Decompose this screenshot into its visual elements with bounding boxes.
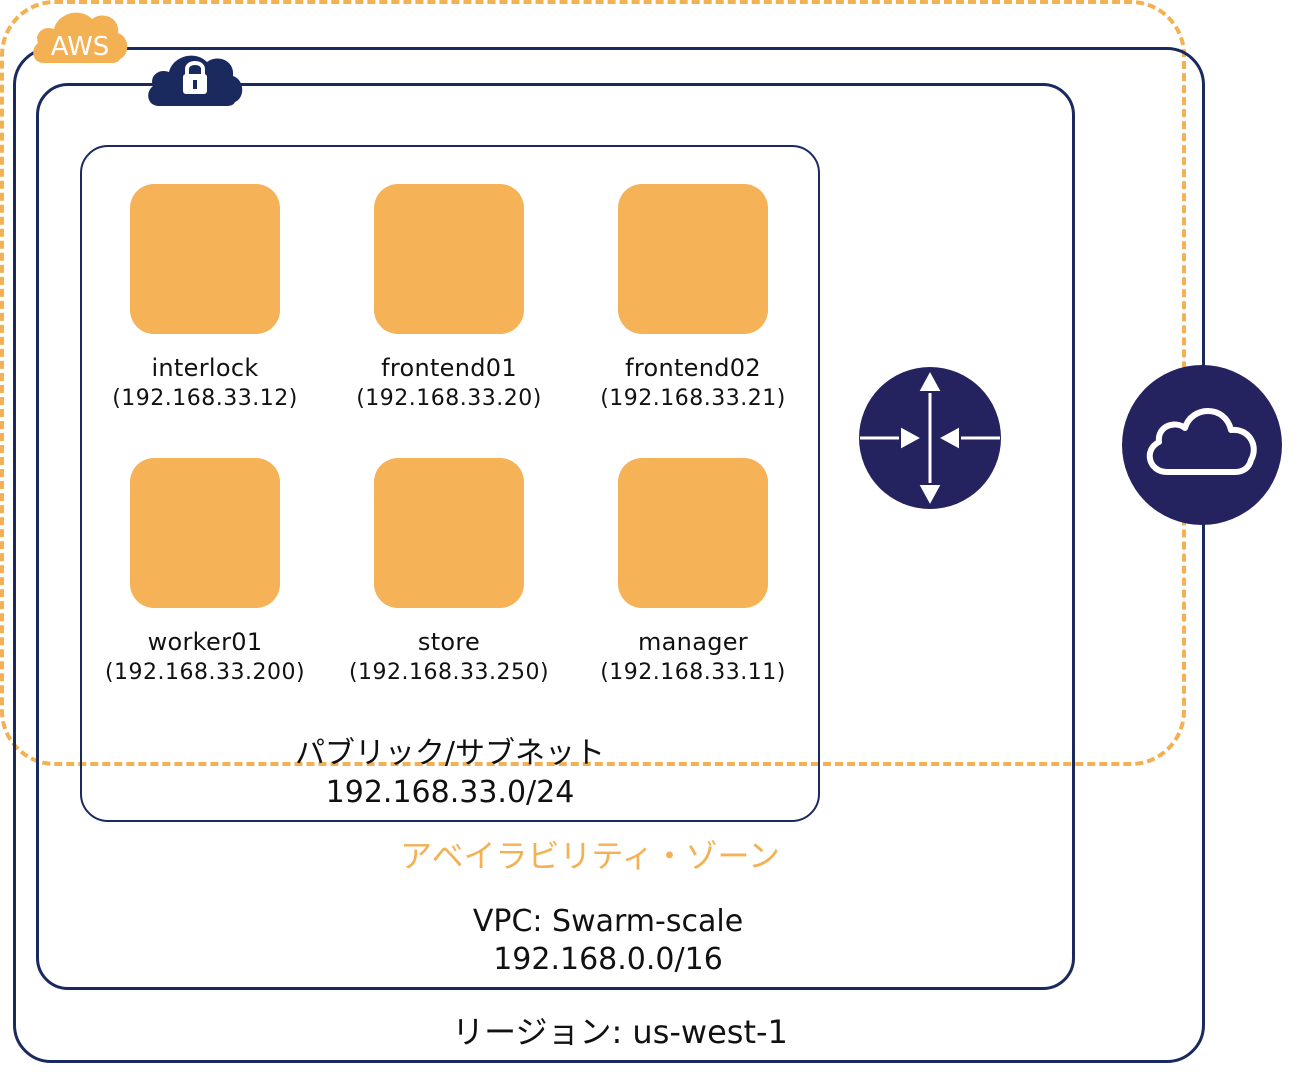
aws-cloud-icon: AWS xyxy=(33,12,128,63)
instance-name: interlock xyxy=(151,354,259,382)
instance-name: frontend01 xyxy=(381,354,517,382)
ec2-instance-icon xyxy=(130,184,280,334)
vpc-name-label: VPC: Swarm-scale xyxy=(472,904,744,939)
instance-ip: (192.168.33.250) xyxy=(348,660,550,685)
ec2-instance-icon xyxy=(618,458,768,608)
instance-ip: (192.168.33.200) xyxy=(104,660,306,685)
aws-badge-label: AWS xyxy=(51,32,110,62)
region-container xyxy=(13,47,1205,1063)
instance-ip: (192.168.33.11) xyxy=(600,660,786,685)
availability-zone-label: アベイラビリティ・ゾーン xyxy=(400,837,780,875)
subnet-label: パブリック/サブネット xyxy=(294,736,606,771)
instance-ip: (192.168.33.21) xyxy=(600,386,786,411)
ec2-instance-icon xyxy=(130,458,280,608)
instance-name: worker01 xyxy=(147,628,263,656)
instance-name: manager xyxy=(638,628,748,656)
instance-ip: (192.168.33.12) xyxy=(112,386,298,411)
ec2-instance-icon xyxy=(374,184,524,334)
instance-name: frontend02 xyxy=(625,354,761,382)
router-icon xyxy=(859,367,1001,509)
vpc-cidr-label: 192.168.0.0/16 xyxy=(493,942,723,977)
vpc-lock-icon xyxy=(148,55,243,106)
region-label: リージョン: us-west-1 xyxy=(452,1013,788,1051)
ec2-instance-icon xyxy=(374,458,524,608)
subnet-cidr: 192.168.33.0/24 xyxy=(325,775,575,810)
cloud-icon xyxy=(1122,365,1282,525)
vpc-container xyxy=(36,83,1075,990)
ec2-instance-icon xyxy=(618,184,768,334)
subnet-container xyxy=(80,145,820,822)
instance-name: store xyxy=(417,628,481,656)
instance-ip: (192.168.33.20) xyxy=(356,386,542,411)
